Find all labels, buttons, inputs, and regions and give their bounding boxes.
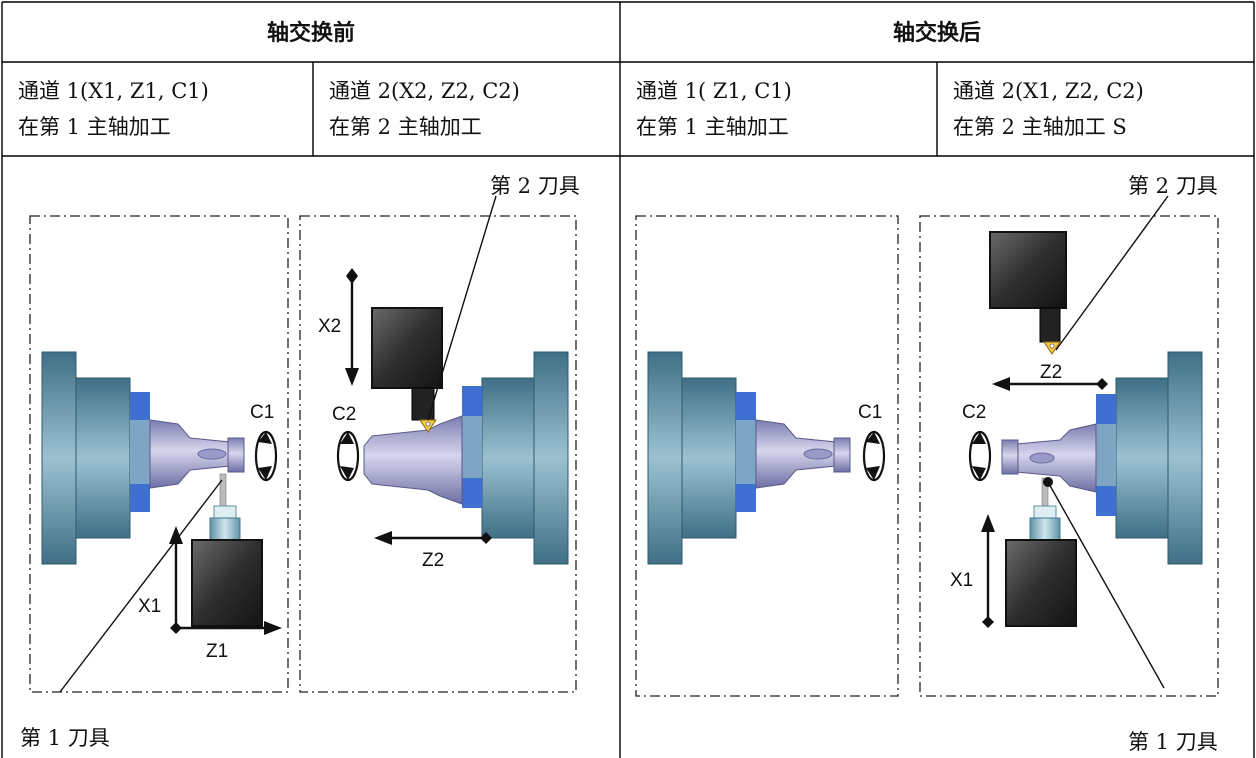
axis-x1-z1-arrows — [169, 526, 282, 635]
work-area-frame-3 — [635, 215, 899, 697]
cell-before-channel2: 通道 2(X2, Z2, C2) 在第 2 主轴加工 — [315, 62, 620, 156]
tool-2-after — [989, 231, 1067, 355]
caption-after-tool1: 第 1 刀具 — [1128, 730, 1218, 754]
label-z2-after: Z2 — [1040, 362, 1062, 383]
rotation-c1-icon — [254, 430, 278, 482]
spindle-2-chuck-after — [1096, 351, 1203, 565]
rotation-c2-icon-after — [968, 430, 992, 482]
cell-line: 在第 2 主轴加工 S — [953, 115, 1127, 139]
leader-line-tool2 — [427, 195, 497, 421]
spindle-2-workpiece-after — [1001, 423, 1097, 493]
label-c1-after: C1 — [858, 402, 882, 423]
cell-line: 在第 2 主轴加工 — [329, 115, 482, 139]
spindle-2-workpiece — [363, 415, 463, 505]
cell-line: 通道 2(X1, Z2, C2) — [953, 79, 1144, 103]
cell-after-channel1: 通道 1( Z1, C1) 在第 1 主轴加工 — [622, 62, 937, 156]
cell-line: 通道 2(X2, Z2, C2) — [329, 79, 520, 103]
leader-line-tool1-after — [1047, 481, 1165, 689]
cell-line: 通道 1(X1, Z1, C1) — [18, 79, 209, 103]
caption-before-tool2: 第 2 刀具 — [490, 174, 580, 198]
cell-line: 在第 1 主轴加工 — [18, 115, 171, 139]
spindle-1-chuck-after — [647, 351, 756, 565]
cell-after-channel2: 通道 2(X1, Z2, C2) 在第 2 主轴加工 S — [939, 62, 1254, 156]
axis-x1-arrow-after — [981, 514, 995, 628]
caption-before-tool1: 第 1 刀具 — [20, 726, 110, 750]
axis-x2-arrow — [345, 268, 359, 386]
spindle-2-chuck — [462, 351, 569, 565]
label-c2-after: C2 — [962, 402, 986, 423]
cell-line: 在第 1 主轴加工 — [636, 115, 789, 139]
caption-after-tool2: 第 2 刀具 — [1128, 174, 1218, 198]
spindle-1-workpiece-after — [755, 419, 851, 489]
rotation-c2-icon — [336, 430, 360, 482]
cell-line: 通道 1( Z1, C1) — [636, 79, 792, 103]
leader-line-tool1 — [59, 479, 223, 693]
label-c1: C1 — [250, 402, 274, 423]
label-c2: C2 — [332, 404, 356, 425]
work-area-frame-1 — [29, 215, 289, 693]
cell-before-channel1: 通道 1(X1, Z1, C1) 在第 1 主轴加工 — [4, 62, 313, 156]
work-area-frame-4 — [919, 215, 1219, 697]
tool-1 — [191, 473, 263, 627]
leader-line-tool2-after — [1055, 195, 1169, 351]
tool-2 — [371, 307, 443, 433]
header-after: 轴交换后 — [892, 21, 981, 46]
label-x1: X1 — [138, 596, 161, 617]
label-x1-after: X1 — [950, 570, 973, 591]
axis-z2-arrow-after — [992, 377, 1108, 391]
label-x2: X2 — [318, 316, 341, 337]
axis-z2-arrow — [374, 531, 492, 545]
work-area-frame-2 — [299, 215, 577, 693]
rotation-c1-icon-after — [862, 430, 886, 482]
header-before: 轴交换前 — [266, 21, 355, 46]
label-z1: Z1 — [206, 641, 228, 662]
tool-1-after — [1005, 477, 1077, 627]
label-z2: Z2 — [422, 550, 444, 571]
spindle-1-chuck — [41, 351, 150, 565]
spindle-1-workpiece — [149, 419, 245, 489]
